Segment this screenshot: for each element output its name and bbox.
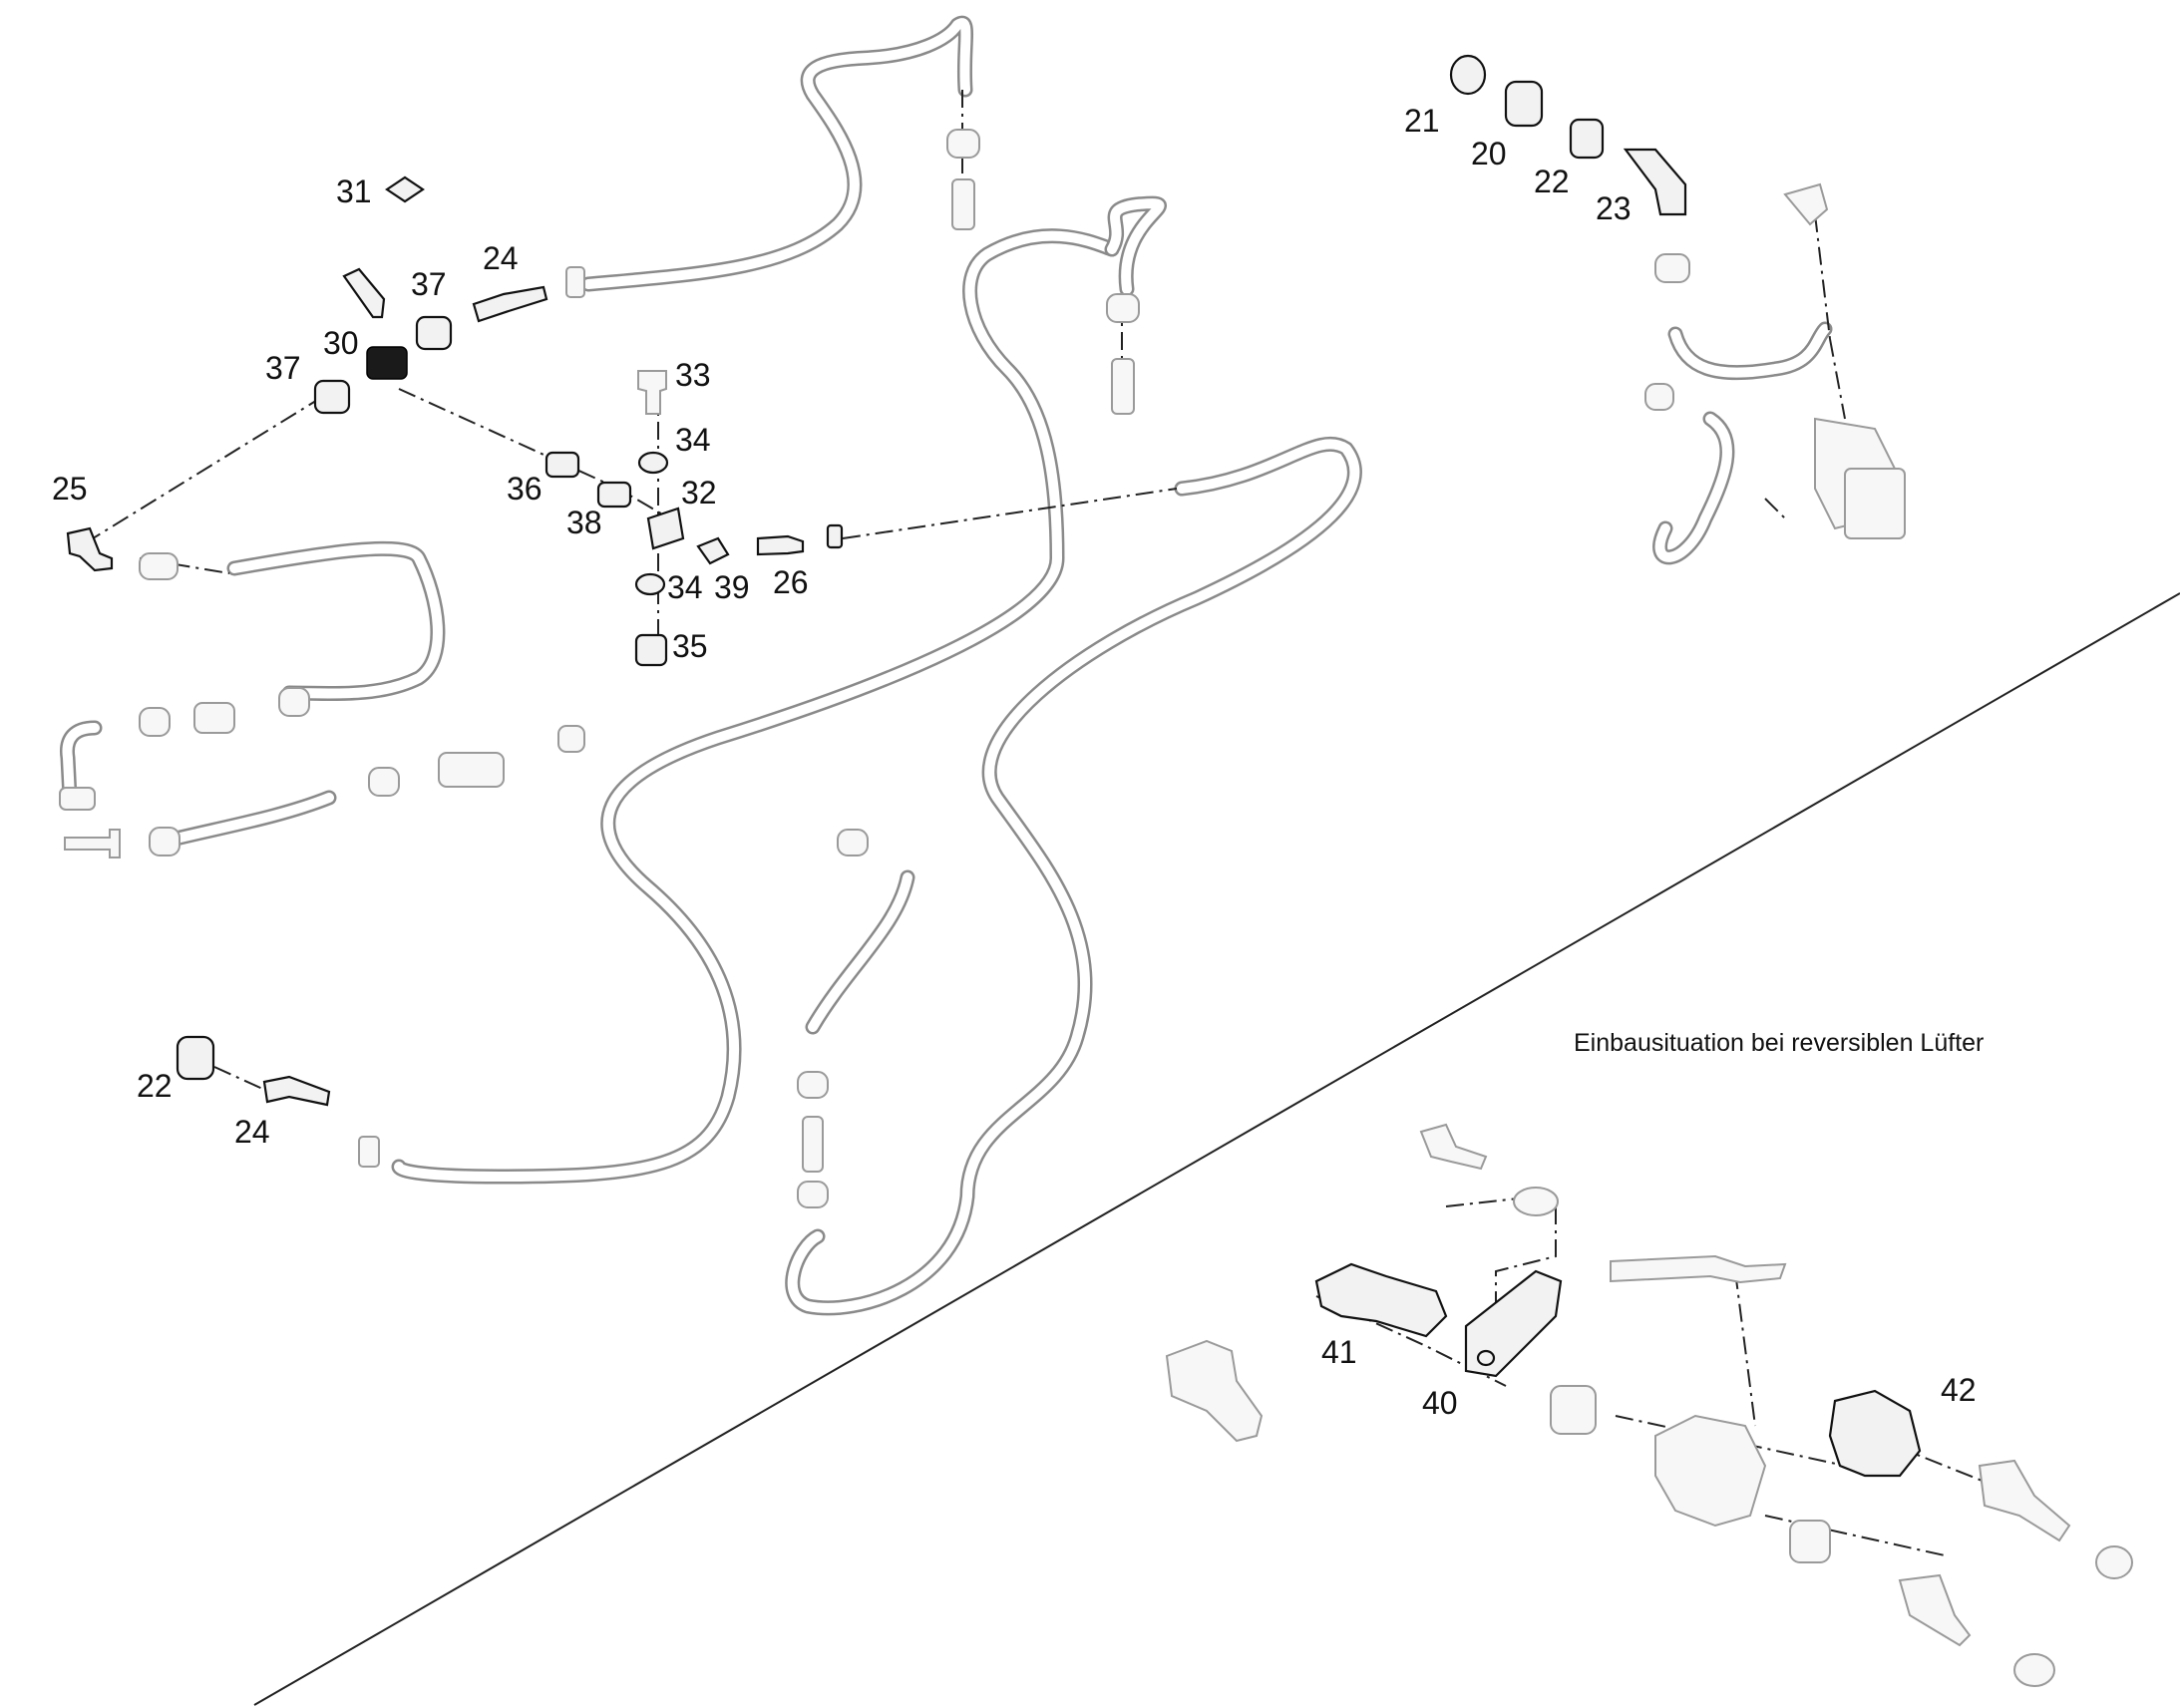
fitting-20 bbox=[1504, 80, 1544, 128]
clamp-right-mid bbox=[1644, 383, 1674, 411]
gasket-40-hole bbox=[1476, 1349, 1496, 1367]
callout-labels: 21 20 22 23 31 24 37 30 37 33 34 25 36 3… bbox=[52, 103, 1977, 1421]
callout-31: 31 bbox=[336, 173, 372, 209]
clamp-inset-lower bbox=[2013, 1653, 2055, 1687]
clamp-left-a bbox=[139, 707, 171, 737]
callout-39: 39 bbox=[714, 569, 750, 605]
diamond-31 bbox=[385, 175, 425, 203]
fitting-41 bbox=[1314, 1262, 1448, 1338]
clamp-top-center bbox=[946, 129, 980, 159]
callout-40: 40 bbox=[1422, 1385, 1458, 1421]
clamp-inset-right bbox=[2095, 1545, 2133, 1579]
elbow-25 bbox=[66, 526, 114, 572]
fitting-inset-lower-b bbox=[1898, 1573, 1972, 1647]
callout-34-lower: 34 bbox=[667, 569, 703, 605]
washer-inset bbox=[1513, 1187, 1559, 1216]
lever-30 bbox=[342, 267, 386, 319]
fitting-24-lower bbox=[262, 1075, 331, 1107]
clamp-left-h bbox=[557, 725, 585, 753]
bracket-32 bbox=[646, 507, 685, 550]
bolt-33 bbox=[637, 370, 667, 415]
fitting-top-center bbox=[951, 178, 975, 230]
fitting-22-top bbox=[1569, 118, 1605, 160]
fitting-26 bbox=[756, 534, 805, 556]
fitting-left-g bbox=[438, 752, 505, 788]
clamp-center-a bbox=[797, 1071, 829, 1099]
clamp-24-lower bbox=[358, 1136, 380, 1168]
callout-22-top: 22 bbox=[1534, 164, 1570, 199]
clamp-left-c bbox=[278, 687, 310, 717]
clamp-center-top bbox=[837, 829, 869, 856]
callout-30: 30 bbox=[323, 325, 359, 361]
lever-inset bbox=[1610, 1254, 1787, 1284]
callout-25: 25 bbox=[52, 471, 88, 507]
washer-34-lower bbox=[634, 572, 666, 596]
fitting-26-end bbox=[826, 523, 844, 549]
fitting-24-upper bbox=[472, 285, 548, 323]
fitting-36 bbox=[545, 451, 580, 479]
callout-34-upper: 34 bbox=[675, 422, 711, 458]
fitting-37-lower bbox=[313, 379, 351, 415]
callout-33: 33 bbox=[675, 357, 711, 393]
nut-35 bbox=[634, 633, 668, 667]
callout-37-lower: 37 bbox=[265, 350, 301, 386]
clamp-left-f bbox=[368, 767, 400, 797]
fittings bbox=[59, 54, 2133, 1687]
callout-37-upper: 37 bbox=[411, 266, 447, 302]
callout-38: 38 bbox=[566, 505, 602, 540]
tee-left bbox=[64, 829, 121, 858]
callout-32: 32 bbox=[681, 475, 717, 511]
elbow-39 bbox=[696, 536, 730, 565]
bolt-inset bbox=[1419, 1123, 1488, 1171]
gasket-40 bbox=[1464, 1269, 1563, 1378]
valve-inset bbox=[1654, 1414, 1767, 1528]
clamp-top-right bbox=[1654, 253, 1690, 283]
callout-35: 35 bbox=[672, 628, 708, 664]
callout-24-lower: 24 bbox=[234, 1114, 270, 1150]
callout-20: 20 bbox=[1471, 136, 1507, 171]
fitting-top-right-elbow bbox=[1783, 182, 1829, 226]
fitting-inset-center bbox=[1550, 1385, 1597, 1435]
fitting-mid-center bbox=[1111, 358, 1135, 415]
section-divider-line bbox=[253, 592, 2180, 1706]
valve-30 bbox=[366, 346, 408, 380]
fitting-37-upper bbox=[415, 315, 453, 351]
callout-22-lower: 22 bbox=[137, 1068, 173, 1104]
callout-21: 21 bbox=[1404, 103, 1440, 139]
elbow-23 bbox=[1623, 148, 1687, 216]
fitting-center-b bbox=[802, 1116, 824, 1173]
bracket-top-right bbox=[1844, 468, 1906, 539]
hose-network bbox=[59, 15, 1833, 1316]
o-ring-21 bbox=[1449, 54, 1487, 96]
callout-36: 36 bbox=[507, 471, 543, 507]
fitting-38 bbox=[596, 481, 632, 509]
fitting-left-d bbox=[59, 787, 96, 811]
fitting-22-lower bbox=[176, 1035, 215, 1081]
inset-caption: Einbausituation bei reversiblen Lüfter bbox=[1574, 1029, 1984, 1057]
fitting-inset-lower-a bbox=[1789, 1520, 1831, 1563]
callout-26: 26 bbox=[773, 564, 809, 600]
clamp-24-upper bbox=[565, 266, 585, 298]
clamp-center-c bbox=[797, 1181, 829, 1208]
callout-42: 42 bbox=[1941, 1372, 1977, 1408]
clamp-mid-center bbox=[1106, 293, 1140, 323]
fitting-left-b bbox=[193, 702, 235, 734]
tee-42 bbox=[1828, 1389, 1922, 1478]
clamp-25 bbox=[139, 552, 179, 580]
clamp-left-e bbox=[149, 827, 181, 856]
fitting-inset-right bbox=[1978, 1459, 2071, 1542]
callout-24-upper: 24 bbox=[483, 240, 519, 276]
callout-23: 23 bbox=[1596, 190, 1632, 226]
washer-34-upper bbox=[637, 451, 669, 475]
elbow-inset-left bbox=[1165, 1339, 1264, 1443]
callout-41: 41 bbox=[1321, 1334, 1357, 1370]
